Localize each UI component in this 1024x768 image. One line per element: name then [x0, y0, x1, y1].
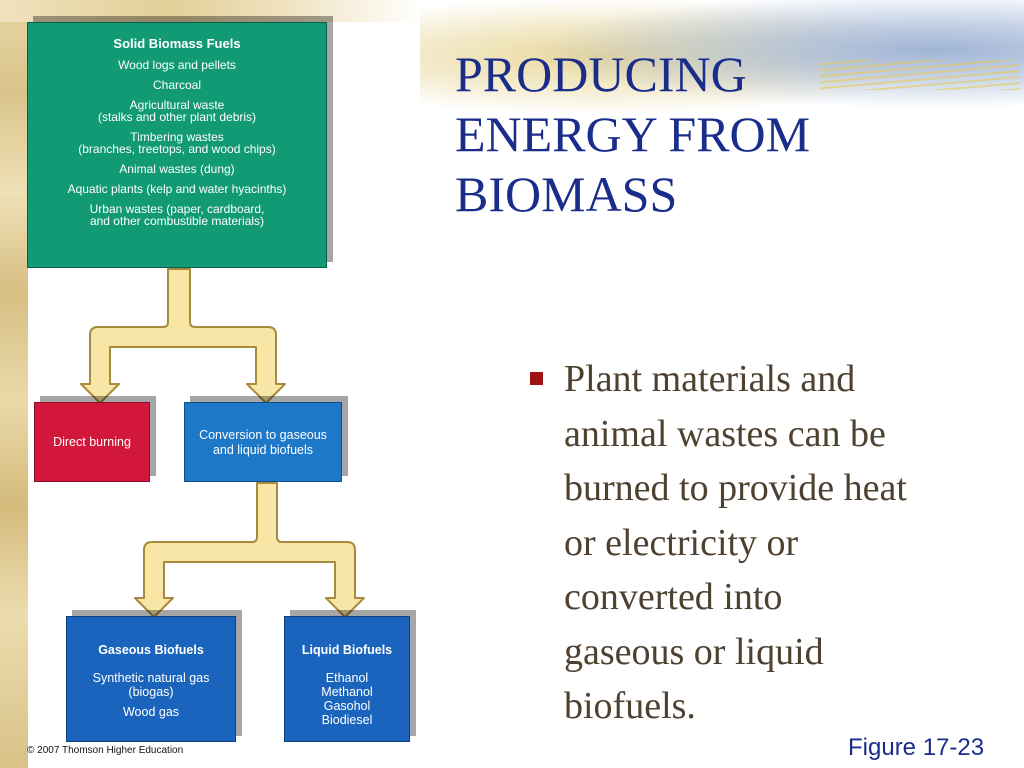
liquid-biofuels-box: Liquid Biofuels Ethanol Methanol Gasohol… — [284, 616, 410, 742]
solid-fuel-item: Urban wastes (paper, cardboard,and other… — [89, 202, 265, 228]
solid-fuel-item: Wood logs and pellets — [118, 58, 236, 72]
gaseous-biofuels-title: Gaseous Biofuels — [98, 643, 204, 657]
solid-biomass-fuels-box: Solid Biomass Fuels Wood logs and pellet… — [27, 22, 327, 268]
liquid-item: Ethanol — [325, 671, 369, 685]
title-line: BIOMASS — [455, 166, 678, 222]
slide-title: PRODUCING ENERGY FROM BIOMASS — [455, 44, 975, 224]
copyright-notice: © 2007 Thomson Higher Education — [27, 745, 184, 756]
liquid-item: Methanol — [321, 685, 373, 699]
solid-fuel-item: Charcoal — [152, 78, 202, 92]
square-bullet-icon — [530, 372, 543, 385]
gaseous-item: Synthetic natural gas — [92, 671, 210, 685]
solid-fuel-item: Timbering wastes(branches, treetops, and… — [78, 130, 276, 156]
liquid-biofuels-title: Liquid Biofuels — [301, 643, 393, 657]
figure-label: Figure 17-23 — [848, 734, 985, 761]
arrow-split-top — [80, 268, 286, 404]
solid-fuels-title: Solid Biomass Fuels — [113, 36, 241, 51]
direct-burning-box: Direct burning — [34, 402, 150, 482]
solid-fuel-item: Animal wastes (dung) — [119, 162, 235, 176]
decorative-streaks — [820, 60, 1020, 90]
liquid-item: Gasohol — [323, 699, 371, 713]
gaseous-item: (biogas) — [128, 685, 174, 699]
title-line: ENERGY FROM — [455, 106, 811, 162]
direct-burning-label: Direct burning — [53, 435, 131, 449]
gaseous-biofuels-box: Gaseous Biofuels Synthetic natural gas (… — [66, 616, 236, 742]
solid-fuel-item: Aquatic plants (kelp and water hyacinths… — [67, 182, 287, 196]
parchment-border — [0, 0, 28, 768]
bullet-text: Plant materials and animal wastes can be… — [564, 358, 907, 727]
parchment-top-strip — [0, 0, 420, 22]
liquid-item: Biodiesel — [321, 713, 373, 727]
title-line: PRODUCING — [455, 46, 747, 102]
gaseous-item: Wood gas — [122, 705, 180, 719]
solid-fuel-item: Agricultural waste(stalks and other plan… — [97, 98, 257, 124]
arrow-split-bottom — [134, 482, 365, 618]
